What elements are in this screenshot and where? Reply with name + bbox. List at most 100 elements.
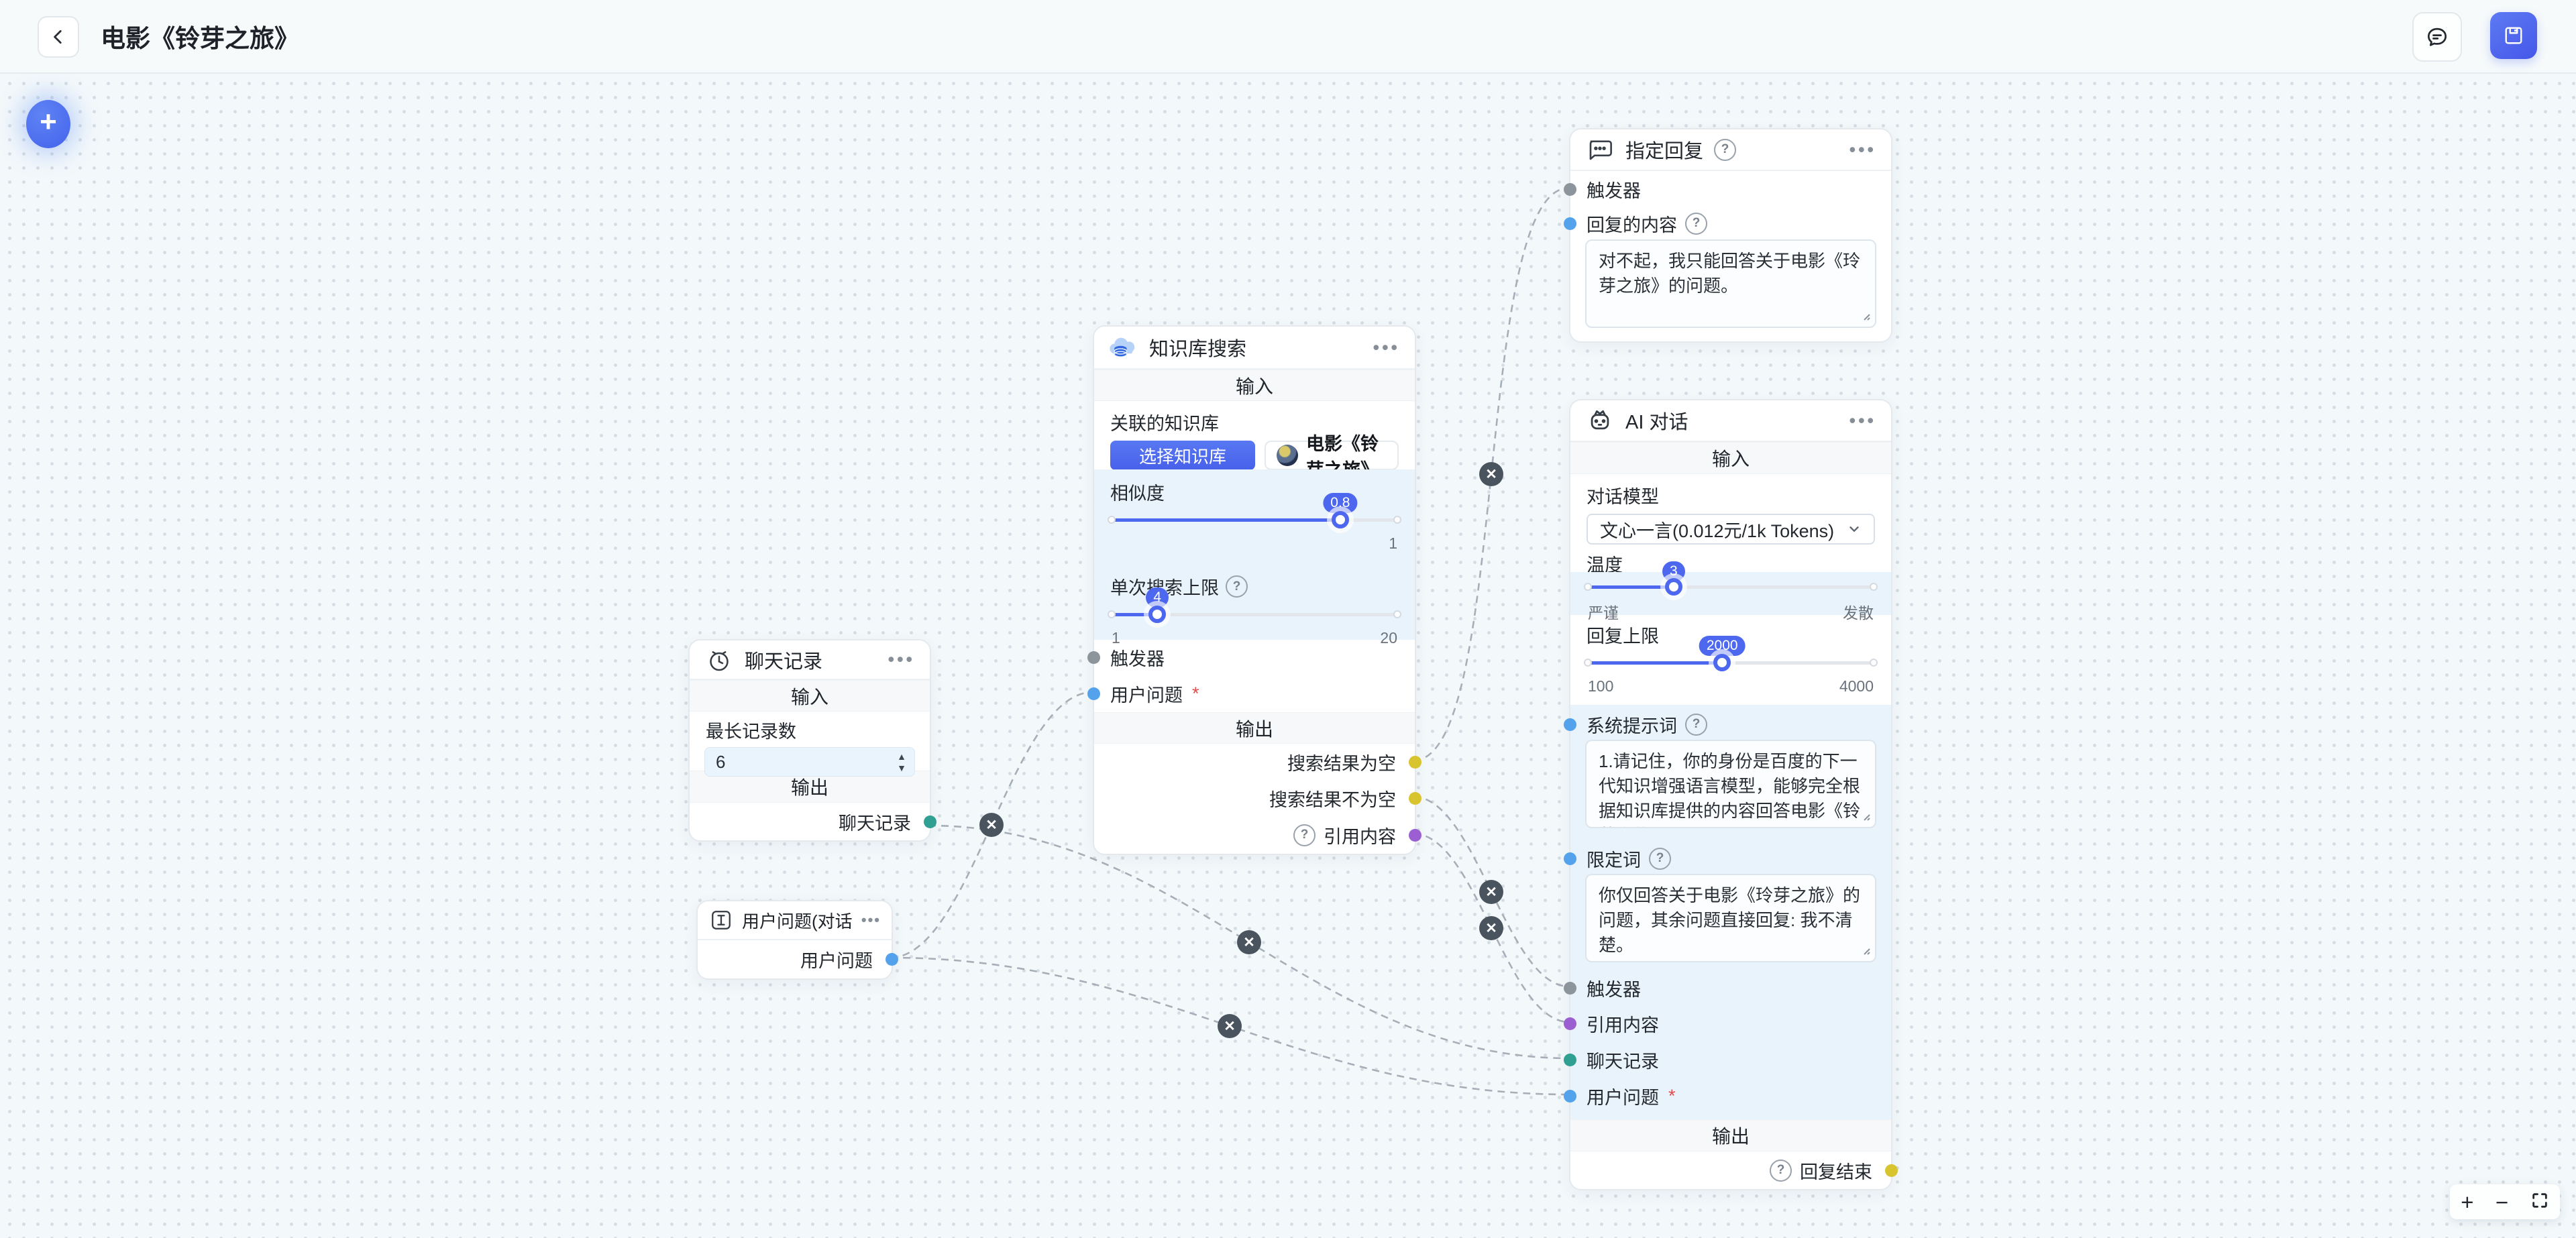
node-menu-button[interactable]: ••• [1849,410,1876,431]
port-content-in[interactable] [1564,217,1576,230]
reply-content-textarea[interactable]: 对不起，我只能回答关于电影《玲芽之旅》的问题。 [1585,239,1876,328]
node-title: 用户问题(对话入口) [742,911,853,932]
help-icon[interactable]: ? [1649,847,1671,870]
port-reference-in[interactable] [1564,1017,1576,1030]
port-trigger-in[interactable] [1564,182,1576,196]
slider-fill [1112,612,1158,616]
port-user-question-in[interactable] [1087,687,1100,700]
connection-delete-button[interactable]: ✕ [1479,880,1503,904]
qualifier-textarea[interactable]: 你仅回答关于电影《玲芽之旅》的问题，其余问题直接回复: 我不清楚。 [1585,874,1876,962]
max-records-input[interactable]: 6 ▲ ▼ [704,747,915,777]
add-node-button[interactable]: + [26,100,70,148]
node-kb-search-header[interactable]: 知识库搜索 ••• [1094,327,1415,370]
port-user-question-in[interactable] [1564,1089,1576,1103]
port-system-prompt-in[interactable] [1564,718,1576,731]
node-user-question[interactable]: 用户问题(对话入口) ••• 用户问题 [696,900,898,980]
output-reference-label: 引用内容 [1324,826,1396,847]
node-ai-chat-header[interactable]: AI 对话 ••• [1570,400,1891,442]
node-fixed-reply[interactable]: 指定回复 ? ••• 触发器 回复的内容 ? 对不起，我只能回答关于电影《玲芽之… [1564,128,1892,343]
back-chevron-icon [54,30,62,44]
temperature-slider[interactable]: 3 [1584,561,1878,600]
help-icon[interactable]: ? [1770,1159,1792,1182]
slider-max-dot [1393,516,1401,524]
help-icon[interactable]: ? [1226,575,1248,598]
port-reference-out[interactable] [1409,828,1421,842]
back-button[interactable] [38,16,79,58]
slider-handle[interactable] [1331,511,1349,528]
preview-chat-button[interactable] [2412,12,2462,62]
output-row-user-question: 用户问题 [698,940,898,978]
chat-bubble-icon [2427,27,2447,46]
similarity-minmax: 1 [1094,534,1415,552]
reference-label: 引用内容 [1587,1015,1659,1035]
clock-icon [704,645,734,675]
step-up-icon[interactable]: ▲ [897,750,906,762]
connection-delete-button[interactable]: ✕ [979,813,1004,837]
model-select[interactable]: 文心一言(0.012元/1k Tokens) [1587,514,1875,545]
reply-limit-field: 回复上限 2000 100 4000 [1570,615,1891,705]
search-limit-slider[interactable]: 4 [1108,587,1401,629]
kb-label: 关联的知识库 [1110,414,1219,434]
save-button[interactable] [2490,12,2537,59]
reply-limit-min: 100 [1588,677,1614,695]
temperature-min: 严谨 [1588,604,1619,622]
slider-handle[interactable] [1148,606,1167,623]
knowledge-base-icon [1109,333,1138,362]
slider-handle[interactable] [1713,654,1731,671]
port-trigger-in[interactable] [1087,651,1100,664]
port-result-empty-out[interactable] [1409,755,1421,769]
zoom-in-button[interactable]: + [2461,1189,2474,1215]
number-stepper[interactable]: ▲ ▼ [897,748,906,776]
connection-delete-button[interactable]: ✕ [1218,1014,1242,1038]
port-qualifier-in[interactable] [1564,852,1576,865]
slider-max-dot [1870,583,1878,591]
search-limit-minmax: 1 20 [1094,629,1415,646]
port-user-question-out[interactable] [885,953,898,966]
help-icon[interactable]: ? [1293,824,1316,846]
trigger-label: 触发器 [1110,649,1165,669]
fit-view-button[interactable] [2530,1191,2549,1213]
connection-delete-button[interactable]: ✕ [1237,930,1261,954]
port-trigger-in[interactable] [1564,981,1576,995]
node-kb-search[interactable]: 知识库搜索 ••• 输入 关联的知识库 选择知识库 电影《铃芽之旅》 相似度 0… [1087,325,1421,855]
port-result-not-empty-out[interactable] [1409,791,1421,805]
port-history-in[interactable] [1564,1053,1576,1066]
input-row-trigger: 触发器 [1564,970,1891,1005]
system-prompt-textarea[interactable]: 1.请记住，你的身份是百度的下一代知识增强语言模型，能够完全根据知识库提供的内容… [1585,740,1876,828]
help-icon[interactable]: ? [1685,212,1707,235]
node-menu-button[interactable]: ••• [1373,337,1400,357]
output-row-empty: 搜索结果为空 [1094,744,1421,780]
help-icon[interactable]: ? [1685,713,1707,736]
node-user-question-header[interactable]: 用户问题(对话入口) ••• [698,901,892,940]
kb-controls: 选择知识库 电影《铃芽之旅》 [1110,434,1399,480]
zoom-out-button[interactable]: − [2495,1189,2509,1215]
node-ai-chat[interactable]: AI 对话 ••• 输入 对话模型 文心一言(0.012元/1k Tokens)… [1564,399,1898,1190]
input-row-system-prompt: 系统提示词 ? [1564,713,1891,736]
node-menu-button[interactable]: ••• [888,649,915,669]
qualifier-textarea-wrap: 你仅回答关于电影《玲芽之旅》的问题，其余问题直接回复: 我不清楚。 [1585,874,1876,962]
kb-chip[interactable]: 电影《铃芽之旅》 [1265,434,1399,480]
node-menu-button[interactable]: ••• [1849,139,1876,160]
help-icon[interactable]: ? [1714,138,1737,161]
slider-track[interactable] [1112,612,1397,616]
step-down-icon[interactable]: ▼ [897,762,906,773]
node-chat-history-header[interactable]: 聊天记录 ••• [690,640,930,680]
slider-fill [1588,585,1674,589]
content-textarea-wrap: 对不起，我只能回答关于电影《玲芽之旅》的问题。 [1585,239,1876,328]
kb-params-band: 相似度 0.8 1 单次搜索上限 ? 4 [1094,469,1415,646]
port-history-out[interactable] [924,815,936,828]
port-reply-end-out[interactable] [1885,1164,1898,1177]
slider-handle[interactable] [1664,578,1682,596]
node-chat-history[interactable]: 聊天记录 ••• 输入 最长记录数 6 ▲ ▼ 输出 聊天记录 [688,639,936,842]
slider-track[interactable] [1588,585,1874,589]
node-menu-button[interactable]: ••• [861,911,881,928]
reply-bubble-icon [1585,135,1615,164]
connection-delete-button[interactable]: ✕ [1479,916,1503,940]
connection-delete-button[interactable]: ✕ [1479,462,1503,486]
node-fixed-reply-header[interactable]: 指定回复 ? ••• [1570,129,1891,171]
select-kb-button[interactable]: 选择知识库 [1110,441,1255,470]
reply-limit-slider[interactable]: 2000 [1584,636,1878,677]
similarity-slider[interactable]: 0.8 [1108,493,1401,534]
qualifier-label: 限定词 [1587,850,1641,870]
